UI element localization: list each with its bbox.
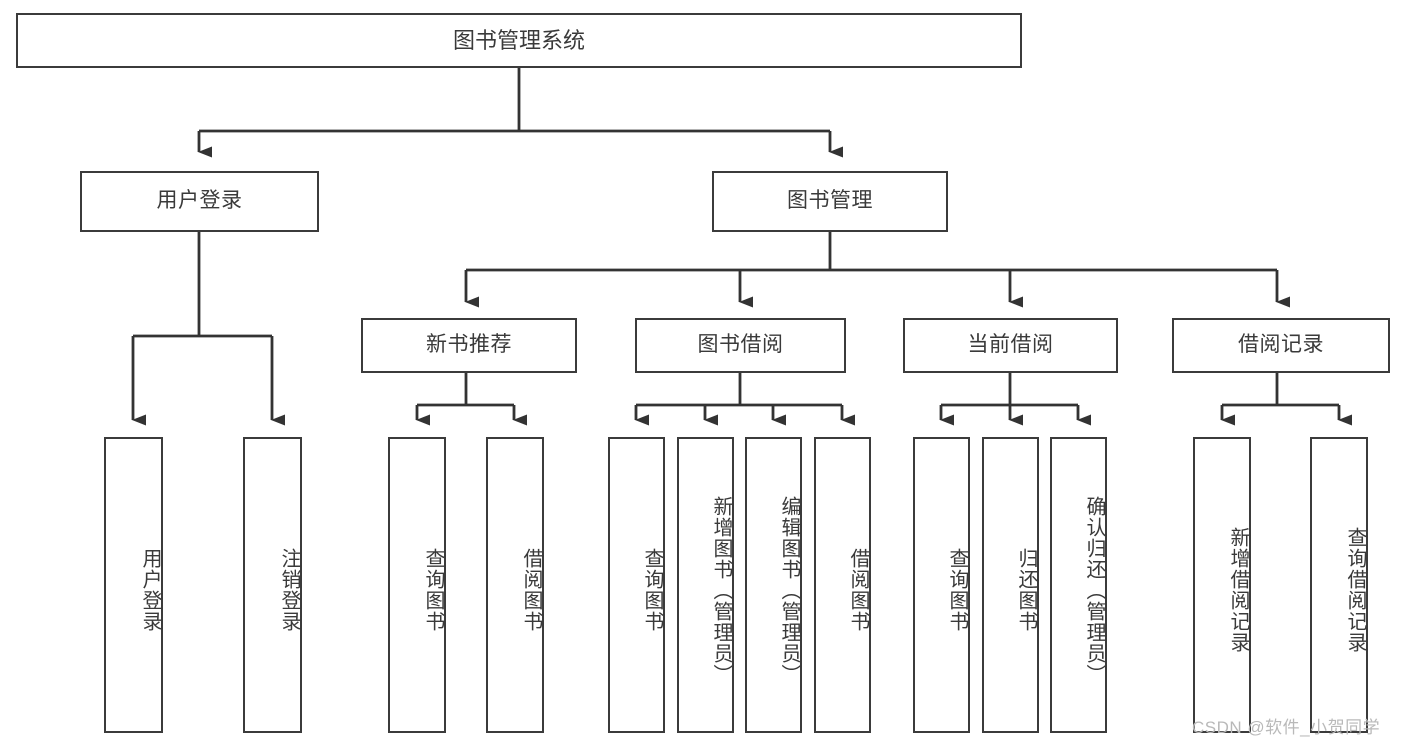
node-new-book-recommend[interactable]: 新书推荐 xyxy=(361,318,577,373)
node-label: 查询图书 xyxy=(641,548,663,632)
node-leaf-add-book-admin[interactable]: 新增图书（管理员） xyxy=(677,437,734,733)
node-label: 借阅图书 xyxy=(520,548,542,632)
csdn-watermark: CSDN @软件_小贺同学 xyxy=(1192,718,1381,737)
node-leaf-logout-login[interactable]: 注销登录 xyxy=(243,437,302,733)
node-label: 新增图书（管理员） xyxy=(710,495,732,685)
node-label: 确认归还（管理员） xyxy=(1083,495,1105,685)
node-leaf-query-borrow-record[interactable]: 查询借阅记录 xyxy=(1310,437,1368,733)
node-label: 用户登录 xyxy=(139,548,161,632)
node-current-borrow[interactable]: 当前借阅 xyxy=(903,318,1118,373)
node-label: 编辑图书（管理员） xyxy=(778,495,800,685)
node-root[interactable]: 图书管理系统 xyxy=(16,13,1022,68)
node-leaf-query-book-current[interactable]: 查询图书 xyxy=(913,437,970,733)
node-leaf-confirm-return-admin[interactable]: 确认归还（管理员） xyxy=(1050,437,1107,733)
node-label: 查询借阅记录 xyxy=(1344,527,1366,653)
node-label: 借阅图书 xyxy=(847,548,869,632)
node-leaf-add-borrow-record[interactable]: 新增借阅记录 xyxy=(1193,437,1251,733)
node-label: 归还图书 xyxy=(1015,548,1037,632)
node-label: 查询图书 xyxy=(946,548,968,632)
node-user-login[interactable]: 用户登录 xyxy=(80,171,319,232)
node-label: 新增借阅记录 xyxy=(1227,527,1249,653)
node-label: 查询图书 xyxy=(422,548,444,632)
node-book-manage[interactable]: 图书管理 xyxy=(712,171,948,232)
node-leaf-return-book[interactable]: 归还图书 xyxy=(982,437,1039,733)
node-leaf-borrow-book[interactable]: 借阅图书 xyxy=(814,437,871,733)
node-leaf-edit-book-admin[interactable]: 编辑图书（管理员） xyxy=(745,437,802,733)
node-book-borrow[interactable]: 图书借阅 xyxy=(635,318,846,373)
node-leaf-query-book-borrow[interactable]: 查询图书 xyxy=(608,437,665,733)
node-leaf-query-book-rec[interactable]: 查询图书 xyxy=(388,437,446,733)
node-borrow-record[interactable]: 借阅记录 xyxy=(1172,318,1390,373)
node-label: 注销登录 xyxy=(278,548,300,632)
node-leaf-borrow-book-rec[interactable]: 借阅图书 xyxy=(486,437,544,733)
node-leaf-user-login[interactable]: 用户登录 xyxy=(104,437,163,733)
